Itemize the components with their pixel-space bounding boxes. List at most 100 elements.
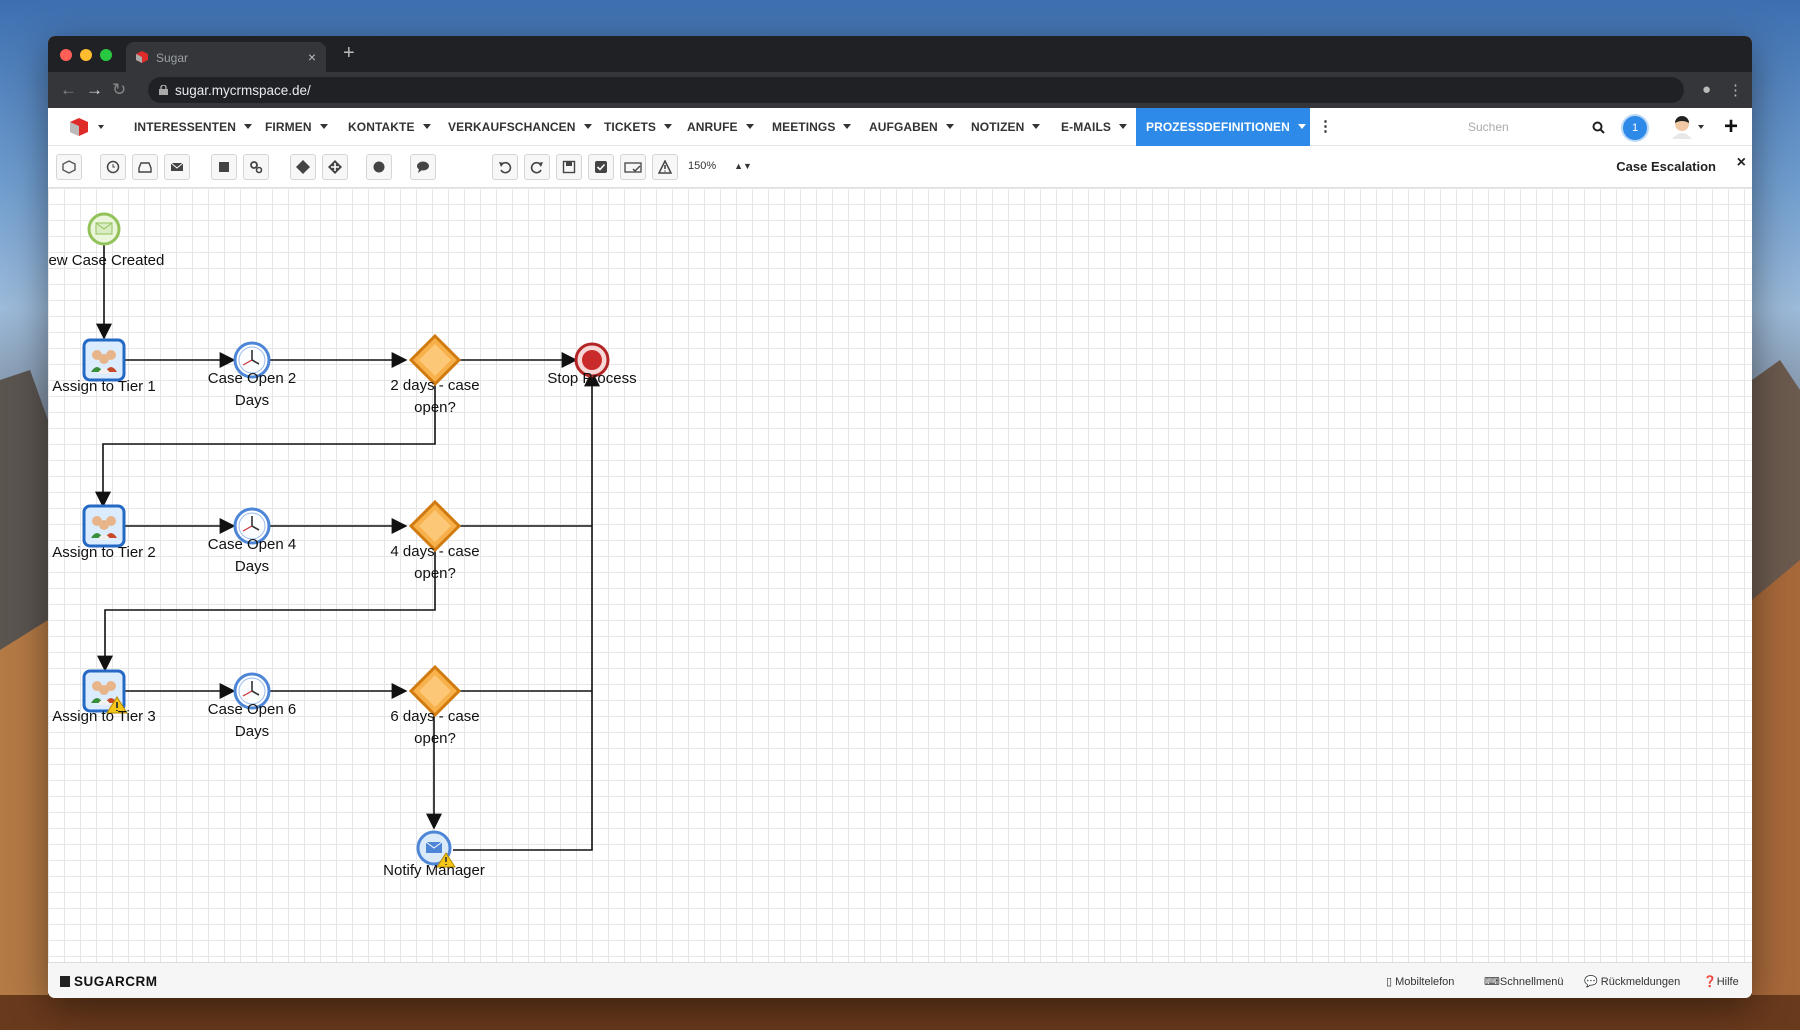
chevron-down-icon <box>1032 124 1041 129</box>
toolbar-receive-message-icon[interactable] <box>132 154 158 180</box>
timer-4days-label: Case Open 4 Days <box>207 536 297 575</box>
toolbar-exclusive-gateway-icon[interactable] <box>290 154 316 180</box>
gateway-6days-label: 6 days - case open? <box>390 708 480 747</box>
user-task-tier3-icon[interactable] <box>82 669 130 715</box>
nav-aufgaben[interactable]: AUFGABEN <box>869 108 954 146</box>
chevron-down-icon <box>422 124 431 129</box>
toolbar-save-icon[interactable] <box>556 154 582 180</box>
nav-anrufe[interactable]: ANRUFE <box>687 108 754 146</box>
notifications-badge[interactable]: 1 <box>1623 116 1647 140</box>
keyboard-icon: ⌨ <box>1484 976 1500 988</box>
chevron-down-icon <box>945 124 954 129</box>
browser-tab-strip: Sugar × + <box>48 36 1752 72</box>
footer-shortcuts-link[interactable]: ⌨Schnellmenü <box>1484 976 1564 988</box>
gateway-6days-icon[interactable] <box>409 665 461 717</box>
timer-2days-label: Case Open 2 Days <box>207 370 297 409</box>
nav-interessenten[interactable]: INTERESSENTEN <box>134 108 252 146</box>
close-window-button[interactable] <box>60 49 72 61</box>
toolbar-parallel-gateway-icon[interactable] <box>322 154 348 180</box>
timer-event-2days-icon[interactable] <box>233 341 271 379</box>
chevron-down-icon <box>243 124 252 129</box>
gateway-2days-icon[interactable] <box>409 334 461 386</box>
toolbar-send-message-icon[interactable] <box>164 154 190 180</box>
chevron-down-icon <box>843 124 852 129</box>
nav-tickets[interactable]: TICKETS <box>604 108 673 146</box>
cube-icon <box>60 976 70 987</box>
user-avatar-menu[interactable] <box>1670 115 1710 139</box>
toolbar-case-icon[interactable] <box>56 154 82 180</box>
lock-icon <box>159 85 168 95</box>
sugar-favicon-icon <box>136 51 148 63</box>
sugar-module-nav: INTERESSENTEN FIRMEN KONTAKTE VERKAUFSCH… <box>48 108 1752 146</box>
start-event-label: New Case Created <box>48 252 165 269</box>
forward-icon[interactable]: → <box>86 80 103 99</box>
back-icon[interactable]: ← <box>60 80 77 99</box>
notify-manager-label: Notify Manager <box>383 862 485 879</box>
task-tier2-label: Assign to Tier 2 <box>52 544 156 561</box>
process-designer-canvas[interactable]: New Case Created Assign to Tier 1 Assign… <box>48 188 1752 962</box>
search-icon[interactable] <box>1592 121 1605 134</box>
comment-icon: 💬 <box>1584 976 1601 988</box>
designer-toolbar: 150%▲▼ Case Escalation × <box>48 146 1752 188</box>
gateway-4days-icon[interactable] <box>409 500 461 552</box>
process-title: Case Escalation <box>1616 159 1716 174</box>
gateway-4days-label: 4 days - case open? <box>390 543 480 582</box>
zoom-select[interactable]: 150%▲▼ <box>688 160 752 172</box>
footer-mobile-link[interactable]: ▯ Mobiltelefon <box>1386 976 1455 988</box>
browser-window: Sugar × + ← → ↻ sugar.mycrmspace.de/ ● ⋮… <box>48 36 1752 998</box>
nav-notizen[interactable]: NOTIZEN <box>971 108 1041 146</box>
toolbar-warning-icon[interactable] <box>652 154 678 180</box>
browser-menu-icon[interactable]: ⋮ <box>1728 82 1743 99</box>
nav-kontakte[interactable]: KONTAKTE <box>348 108 431 146</box>
timer-6days-label: Case Open 6 Days <box>207 701 297 740</box>
footer-feedback-link[interactable]: 💬 Rückmeldungen <box>1584 976 1681 988</box>
sugar-logo-menu-icon[interactable] <box>70 118 106 136</box>
toolbar-comment-icon[interactable] <box>410 154 436 180</box>
chevron-down-icon <box>664 124 673 129</box>
url-field[interactable]: sugar.mycrmspace.de/ <box>148 77 1684 103</box>
nav-verkaufschancen[interactable]: VERKAUFSCHANCEN <box>448 108 592 146</box>
toolbar-validate-icon[interactable] <box>588 154 614 180</box>
task-tier1-label: Assign to Tier 1 <box>52 378 156 395</box>
toolbar-action-icon[interactable] <box>243 154 269 180</box>
start-message-event-icon[interactable] <box>86 211 122 247</box>
quick-create-plus-icon[interactable]: + <box>1724 113 1739 140</box>
new-tab-button[interactable]: + <box>343 42 355 64</box>
browser-tab[interactable]: Sugar × <box>126 42 326 72</box>
close-designer-icon[interactable]: × <box>1736 154 1746 171</box>
notify-manager-message-icon[interactable] <box>415 829 457 869</box>
toolbar-activity-icon[interactable] <box>211 154 237 180</box>
nav-meetings[interactable]: MEETINGS <box>772 108 852 146</box>
maximize-window-button[interactable] <box>100 49 112 61</box>
toolbar-settings-icon[interactable] <box>620 154 646 180</box>
profile-icon[interactable]: ● <box>1702 81 1712 98</box>
user-task-tier2-icon[interactable] <box>82 504 126 548</box>
toolbar-end-event-icon[interactable] <box>366 154 392 180</box>
tab-title: Sugar <box>156 51 189 65</box>
chevron-down-icon <box>1297 124 1306 129</box>
toolbar-redo-icon[interactable] <box>524 154 550 180</box>
chevron-down-icon <box>1119 124 1128 129</box>
nav-firmen[interactable]: FIRMEN <box>265 108 328 146</box>
minimize-window-button[interactable] <box>80 49 92 61</box>
timer-event-4days-icon[interactable] <box>233 507 271 545</box>
toolbar-timer-event-icon[interactable] <box>100 154 126 180</box>
end-event-label: Stop Process <box>547 370 637 387</box>
reload-icon[interactable]: ↻ <box>112 80 127 99</box>
timer-event-6days-icon[interactable] <box>233 672 271 710</box>
tab-close-icon[interactable]: × <box>307 49 316 65</box>
user-task-tier1-icon[interactable] <box>82 338 126 382</box>
nav-emails[interactable]: E-MAILS <box>1061 108 1128 146</box>
nav-prozessdefinitionen[interactable]: PROZESSDEFINITIONEN <box>1136 108 1310 146</box>
sugarcrm-footer-logo: SUGARCRM <box>60 974 158 989</box>
zoom-stepper-icon: ▲▼ <box>734 161 752 171</box>
toolbar-undo-icon[interactable] <box>492 154 518 180</box>
phone-icon: ▯ <box>1386 976 1396 988</box>
nav-more-icon[interactable]: ⋮ <box>1318 118 1334 135</box>
global-search-input[interactable]: Suchen <box>1468 120 1509 134</box>
address-bar-row: ← → ↻ sugar.mycrmspace.de/ ● ⋮ <box>48 72 1752 108</box>
task-tier3-label: Assign to Tier 3 <box>52 708 156 725</box>
footer-help-link[interactable]: ❓Hilfe <box>1703 976 1739 988</box>
end-event-icon[interactable] <box>573 341 611 379</box>
